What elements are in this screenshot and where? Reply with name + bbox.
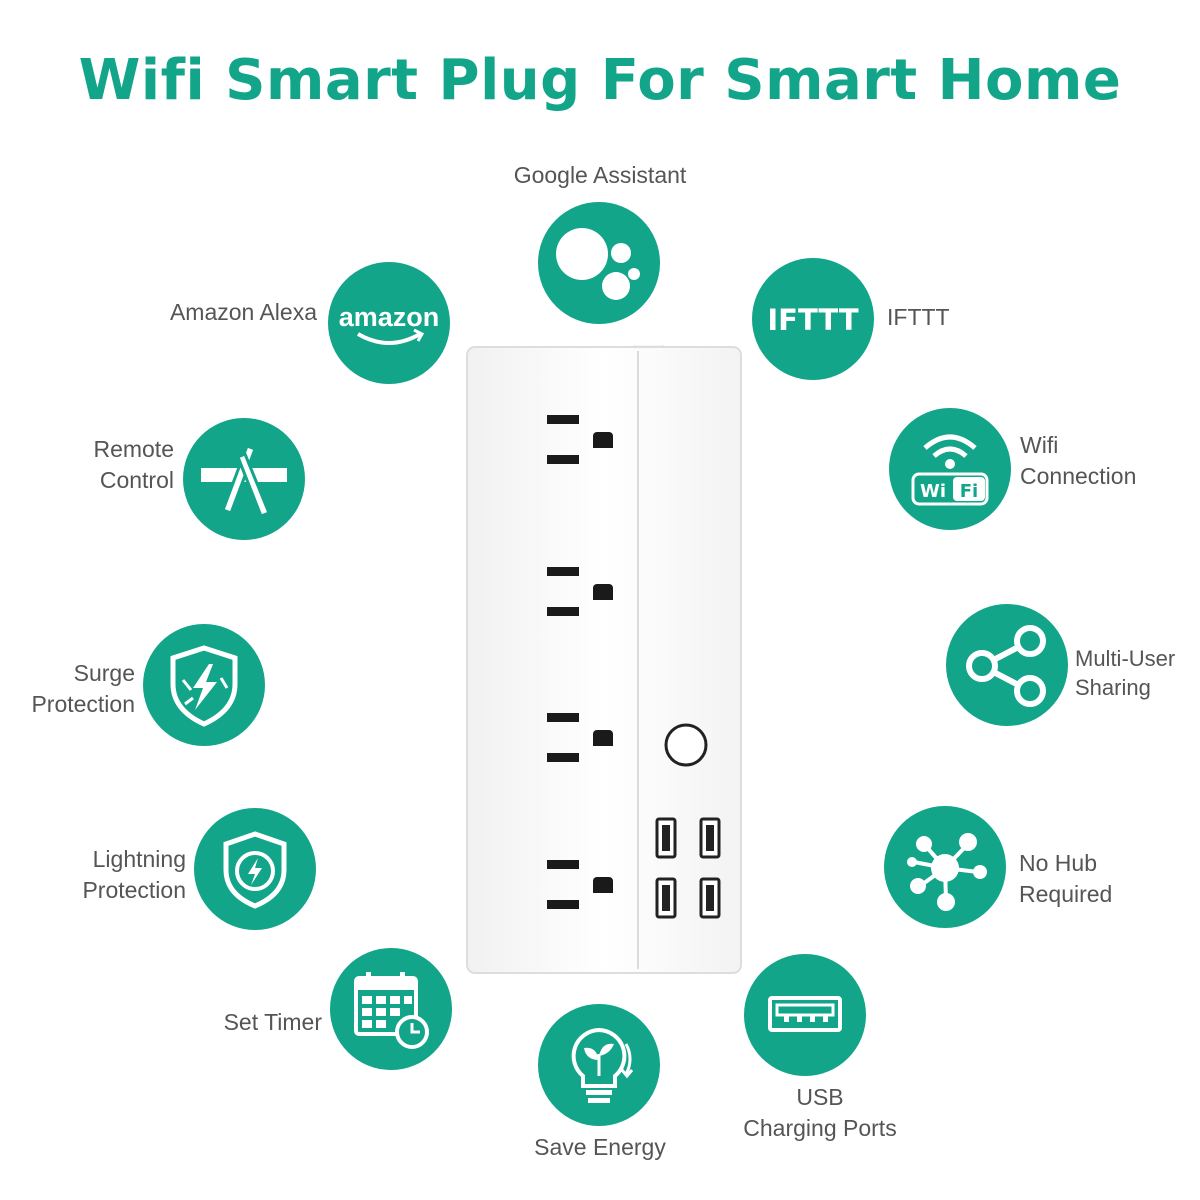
ifttt-logo-icon: IFTTT	[752, 258, 874, 380]
share-icon	[946, 604, 1068, 726]
feature-label: IFTTT	[887, 304, 950, 330]
wifi-icon: Wi Fi	[889, 408, 1011, 530]
feature-label: Google Assistant	[513, 162, 687, 188]
shield-bolt-icon	[194, 808, 316, 930]
eco-bulb-icon	[538, 1004, 660, 1126]
svg-text:Fi: Fi	[960, 481, 978, 502]
page-title: Wifi Smart Plug For Smart Home	[78, 48, 1122, 113]
svg-text:Wi: Wi	[920, 481, 946, 502]
calendar-clock-icon	[330, 948, 452, 1070]
shield-lightning-icon	[143, 624, 265, 746]
google-assistant-icon	[538, 202, 660, 324]
feature-label: Save Energy	[534, 1134, 666, 1160]
power-strip-image	[465, 212, 743, 975]
feature-label: Set Timer	[223, 1009, 322, 1035]
feature-label: Amazon Alexa	[169, 299, 317, 325]
svg-text:IFTTT: IFTTT	[767, 303, 858, 337]
network-nodes-icon	[884, 806, 1006, 928]
amazon-logo-icon: amazon	[328, 262, 450, 384]
usb-port-icon	[744, 954, 866, 1076]
svg-text:amazon: amazon	[339, 302, 440, 332]
app-store-icon	[183, 418, 305, 540]
